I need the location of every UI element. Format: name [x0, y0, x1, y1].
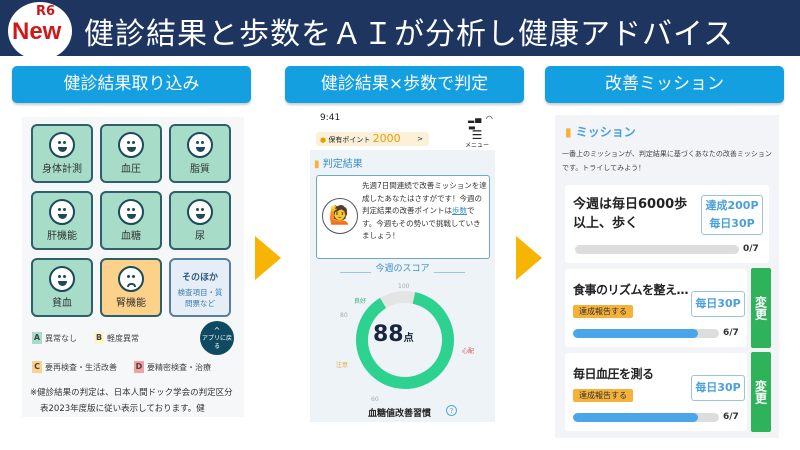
status-icons: ▂▄ ◠ ▬ [468, 114, 494, 132]
header-banner: 健診結果と歩数をＡＩが分析し健康アドバイス [0, 0, 800, 56]
coin-icon: ● [320, 136, 327, 144]
score-gauge [356, 291, 454, 389]
smile-face-icon [118, 132, 144, 158]
advice-text: 先週7日間連続で改善ミッションを達成したあなたはさすがです！今週の判定結果の改善… [362, 181, 487, 240]
change-button[interactable]: 変更 [751, 268, 771, 348]
tile-other-title: そのほか [181, 273, 218, 283]
bookmark-icon: ▮ [565, 125, 572, 139]
smile-face-icon [49, 199, 75, 225]
section-title: 判定結果 [322, 159, 363, 170]
smile-face-icon [49, 132, 75, 158]
tile-label: 血圧 [121, 164, 141, 175]
advice-box: 🙋 先週7日間連続で改善ミッションを達成したあなたはさすがです！今週の判定結果の… [316, 175, 490, 259]
arrow-right-icon [516, 236, 542, 280]
phone-screen: 9:41 ▂▄ ◠ ▬ ● 保有ポイント 2000> ☰メニュー ▮ 判定結果 … [300, 110, 500, 422]
mission-title: 食事のリズムを整え… [573, 283, 689, 297]
points-button[interactable]: ● 保有ポイント 2000> [316, 132, 429, 146]
points-badge: 毎日30P [691, 375, 745, 401]
tick-60: 60 [371, 396, 379, 403]
tile-result[interactable]: 腎機能 [100, 258, 162, 317]
points-badge: 毎日30P [691, 291, 745, 317]
tile-other[interactable]: そのほか 検査項目・質問票など [169, 258, 231, 317]
tile-result[interactable]: 尿 [169, 191, 231, 250]
bookmark-icon: ▮ [314, 159, 320, 170]
menu-button[interactable]: ☰メニュー [465, 128, 490, 149]
tile-label: 肝機能 [47, 231, 77, 242]
note-text: ※健診結果の判定は、日本人間ドック学会の判定区分表2023年度版に従い表示してお… [30, 388, 233, 414]
badge-new: New [12, 18, 62, 45]
badge-year: R6 [36, 4, 56, 19]
report-button[interactable]: 達成報告する [573, 389, 633, 402]
habit-label: 血糖値改善習慣 [368, 409, 432, 419]
change-button[interactable]: 変更 [751, 352, 771, 432]
tick-80: 80 [340, 312, 348, 319]
mission-title: 今週は毎日6000歩以上、歩く [573, 197, 688, 231]
score-value: 88点 [373, 322, 414, 347]
arrow-right-icon [255, 236, 281, 280]
smile-face-icon [187, 199, 213, 225]
tile-label: 尿 [195, 231, 205, 242]
step-import: 健診結果取り込み [12, 66, 251, 103]
tile-label: 身体計測 [42, 164, 82, 175]
back-to-app-button[interactable]: ^アプリに戻る [200, 321, 234, 355]
status-time: 9:41 [320, 113, 341, 123]
tick-100: 100 [398, 283, 410, 290]
progress-bar [575, 245, 739, 254]
tile-result[interactable]: 肝機能 [31, 191, 93, 250]
step-judge: 健診結果×歩数で判定 [285, 66, 524, 103]
mission-title: 毎日血圧を測る [573, 367, 654, 381]
smile-face-icon [187, 132, 213, 158]
tile-result[interactable]: 貧血 [31, 258, 93, 317]
tile-result[interactable]: 血圧 [100, 124, 162, 183]
progress-bar [573, 329, 719, 338]
cheering-person-icon: 🙋 [322, 198, 358, 234]
label-good: 良好 [354, 298, 367, 305]
sad-face-icon [118, 266, 144, 292]
page-title: 健診結果と歩数をＡＩが分析し健康アドバイス [84, 17, 735, 52]
help-icon[interactable]: ? [446, 405, 457, 416]
smile-face-icon [49, 266, 75, 292]
tile-label: 貧血 [52, 298, 72, 309]
tile-result[interactable]: 血糖 [100, 191, 162, 250]
label-caution: 注意 [336, 362, 349, 369]
tile-result[interactable]: 身体計測 [31, 124, 93, 183]
tile-result[interactable]: 脂質 [169, 124, 231, 183]
score-title: 今週のスコア [340, 264, 465, 274]
missions-desc: 一番上のミッションが、判定結果に基づくあなたの改善ミッションです。トライしてみよ… [562, 150, 772, 172]
mission-card[interactable]: 毎日血圧を測る 達成報告する 毎日30P 6/7 [565, 353, 747, 431]
report-button[interactable]: 達成報告する [573, 305, 633, 318]
mission-card[interactable]: 食事のリズムを整え… 達成報告する 毎日30P 6/7 [565, 269, 747, 347]
smile-face-icon [118, 199, 144, 225]
tile-other-sub: 検査項目・質問票など [177, 288, 223, 308]
progress-bar [573, 413, 719, 422]
gauge-fill [356, 291, 454, 389]
missions-panel: ▮ ミッション 一番上のミッションが、判定結果に基づくあなたの改善ミッションです… [555, 115, 779, 438]
tile-label: 血糖 [121, 231, 141, 242]
step-mission: 改善ミッション [545, 66, 784, 103]
judgement-section: ▮ 判定結果 🙋 先週7日間連続で改善ミッションを達成したあなたはさすがです！今… [310, 150, 495, 422]
label-worry: 心配 [462, 348, 475, 355]
new-badge: R6 New [8, 2, 72, 60]
missions-title: ミッション [575, 125, 636, 139]
tile-label: 脂質 [190, 164, 210, 175]
tile-label: 腎機能 [116, 298, 146, 309]
